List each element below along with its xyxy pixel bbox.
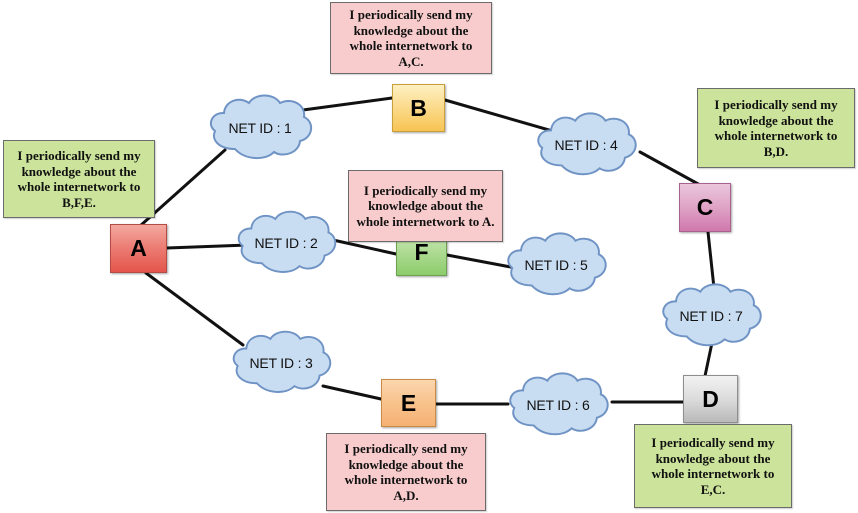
cloud-net6[interactable]: NET ID : 6	[504, 370, 612, 440]
router-node-e[interactable]: E	[381, 379, 436, 427]
cloud-net5[interactable]: NET ID : 5	[502, 230, 610, 300]
cloud-net3[interactable]: NET ID : 3	[228, 328, 334, 398]
router-node-d[interactable]: D	[683, 375, 738, 423]
cloud-net2-label: NET ID : 2	[254, 235, 318, 251]
note-router-f: I periodically send my knowledge about t…	[348, 170, 503, 242]
router-node-a[interactable]: A	[110, 224, 167, 273]
cloud-net6-label: NET ID : 6	[526, 397, 590, 413]
cloud-net4[interactable]: NET ID : 4	[532, 110, 640, 180]
cloud-net7[interactable]: NET ID : 7	[657, 281, 765, 351]
note-router-b: I periodically send my knowledge about t…	[330, 2, 492, 74]
cloud-net1-label: NET ID : 1	[228, 120, 292, 136]
note-router-d: I periodically send my knowledge about t…	[634, 424, 792, 508]
cloud-net1[interactable]: NET ID : 1	[205, 92, 315, 164]
router-node-c[interactable]: C	[679, 183, 731, 232]
note-router-e: I periodically send my knowledge about t…	[326, 433, 486, 511]
note-router-c: I periodically send my knowledge about t…	[697, 88, 855, 168]
cloud-net7-label: NET ID : 7	[679, 308, 743, 324]
cloud-net4-label: NET ID : 4	[554, 137, 618, 153]
note-router-a: I periodically send my knowledge about t…	[3, 140, 155, 218]
router-node-b[interactable]: B	[392, 84, 445, 132]
cloud-net5-label: NET ID : 5	[524, 257, 588, 273]
cloud-net3-label: NET ID : 3	[249, 355, 313, 371]
cloud-net2[interactable]: NET ID : 2	[233, 208, 339, 278]
